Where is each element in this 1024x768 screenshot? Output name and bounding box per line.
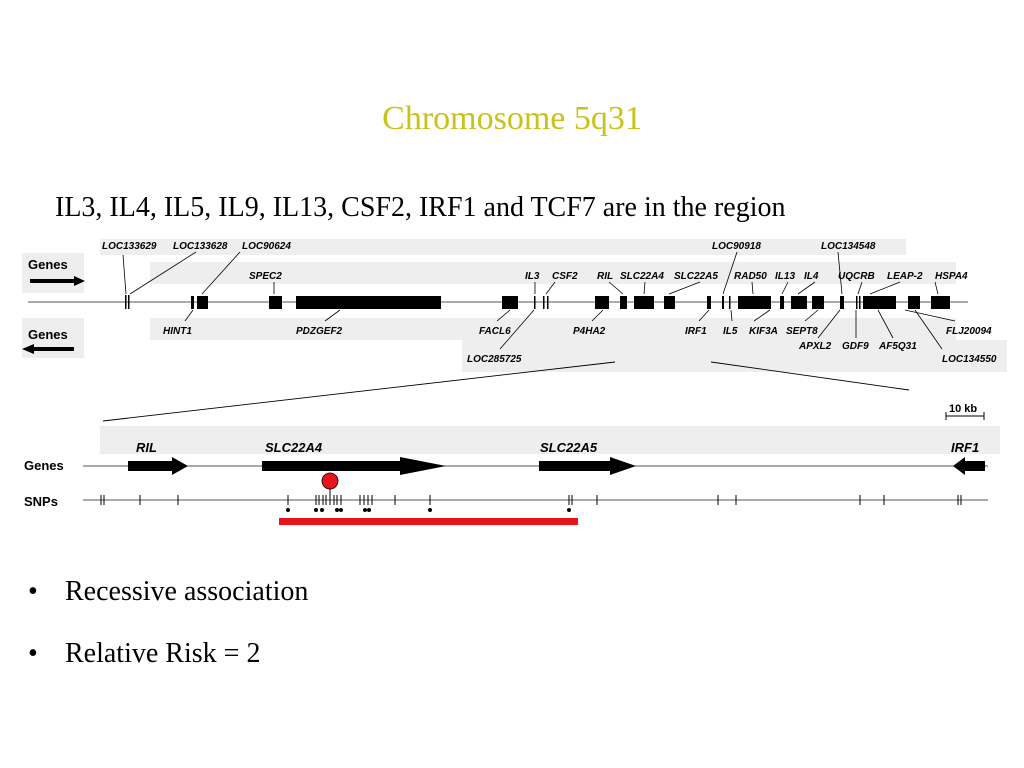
- gene-label: LOC90624: [242, 241, 291, 252]
- gene-label: UQCRB: [838, 271, 875, 282]
- zoom-gene-label: RIL: [136, 440, 157, 455]
- genes-forward-label: Genes: [28, 257, 68, 272]
- gene-label: LOC134548: [821, 241, 876, 252]
- gene-label: IL4: [804, 271, 819, 282]
- gene-label: LOC90918: [712, 241, 761, 252]
- slide-subtitle: IL3, IL4, IL5, IL9, IL13, CSF2, IRF1 and…: [55, 192, 786, 223]
- lower-label-band: [150, 318, 956, 340]
- gene-label: AF5Q31: [878, 341, 917, 352]
- zoom-gene-label: SLC22A5: [540, 440, 598, 455]
- reverse-strand-arrowhead-icon: [22, 344, 34, 354]
- gene-label: IL5: [723, 326, 738, 337]
- genes-reverse-label: Genes: [28, 327, 68, 342]
- gene-label: LOC285725: [467, 354, 522, 365]
- gene-label: LOC133628: [173, 241, 228, 252]
- overview-top-labels: LOC133629 LOC133628 LOC90624 SPEC2 IL3 C…: [102, 241, 968, 282]
- bullet-dot-icon: •: [28, 638, 38, 669]
- zoom-label-band: [100, 426, 1000, 454]
- gene-label: PDZGEF2: [296, 326, 343, 337]
- gene-label: LOC134550: [942, 354, 997, 365]
- zoom-connector-right: [710, 361, 910, 391]
- gene-label: APXL2: [798, 341, 832, 352]
- bullet-dot-icon: •: [28, 576, 38, 607]
- bullet-item: • Recessive association: [28, 570, 308, 632]
- gene-label: KIF3A: [749, 326, 778, 337]
- gene-label: RAD50: [734, 271, 767, 282]
- zoom-gene-label: SLC22A4: [265, 440, 323, 455]
- slc22a5-gene-arrow-icon: [539, 457, 636, 475]
- bullet-list: • Recessive association • Relative Risk = …: [28, 570, 308, 694]
- bullet-text: Relative Risk = 2: [65, 638, 261, 669]
- leader-lines: [122, 251, 956, 350]
- bottom-label-band: [462, 340, 1007, 372]
- gene-label: RIL: [597, 271, 613, 282]
- gene-label: SEPT8: [786, 326, 818, 337]
- gene-label: CSF2: [552, 271, 578, 282]
- gene-label: IL13: [775, 271, 795, 282]
- upper-label-band: [150, 262, 956, 284]
- gene-label: FLJ20094: [946, 326, 992, 337]
- zoom-connector-left: [102, 361, 616, 422]
- gene-label: GDF9: [842, 341, 869, 352]
- gene-blocks: [125, 295, 950, 309]
- slc22a4-gene-arrow-icon: [262, 457, 446, 475]
- gene-label: FACL6: [479, 326, 511, 337]
- scale-bar-label: 10 kb: [949, 403, 977, 415]
- irf1-gene-arrow-icon: [953, 457, 985, 475]
- ril-gene-arrow-icon: [128, 457, 188, 475]
- gene-label: SLC22A4: [620, 271, 664, 282]
- bullet-item: • Relative Risk = 2: [28, 632, 308, 694]
- genes-forward-band: [22, 253, 84, 293]
- gene-label: P4HA2: [573, 326, 606, 337]
- zoom-genes-label: Genes: [24, 458, 64, 473]
- overview-bottom-labels: HINT1 PDZGEF2 FACL6 LOC285725 P4HA2 IRF1…: [163, 326, 997, 365]
- gene-label: SLC22A5: [674, 271, 718, 282]
- association-region-bar: [279, 518, 578, 525]
- gene-label: LOC133629: [102, 241, 157, 252]
- bullet-text: Recessive association: [65, 576, 309, 607]
- gene-label: SPEC2: [249, 271, 282, 282]
- associated-snp-marker-icon: [321, 472, 339, 490]
- slide-title: Chromosome 5q31: [382, 100, 642, 137]
- snp-dots: [286, 508, 571, 512]
- zoom-gene-label: IRF1: [951, 440, 979, 455]
- gene-label: HSPA4: [935, 271, 968, 282]
- top-label-band: [100, 239, 906, 255]
- snps-label: SNPs: [24, 494, 58, 509]
- gene-label: LEAP-2: [887, 271, 923, 282]
- snp-ticks: [100, 495, 962, 505]
- gene-label: IL3: [525, 271, 540, 282]
- gene-label: IRF1: [685, 326, 707, 337]
- gene-label: HINT1: [163, 326, 192, 337]
- forward-strand-arrowhead-icon: [74, 276, 85, 286]
